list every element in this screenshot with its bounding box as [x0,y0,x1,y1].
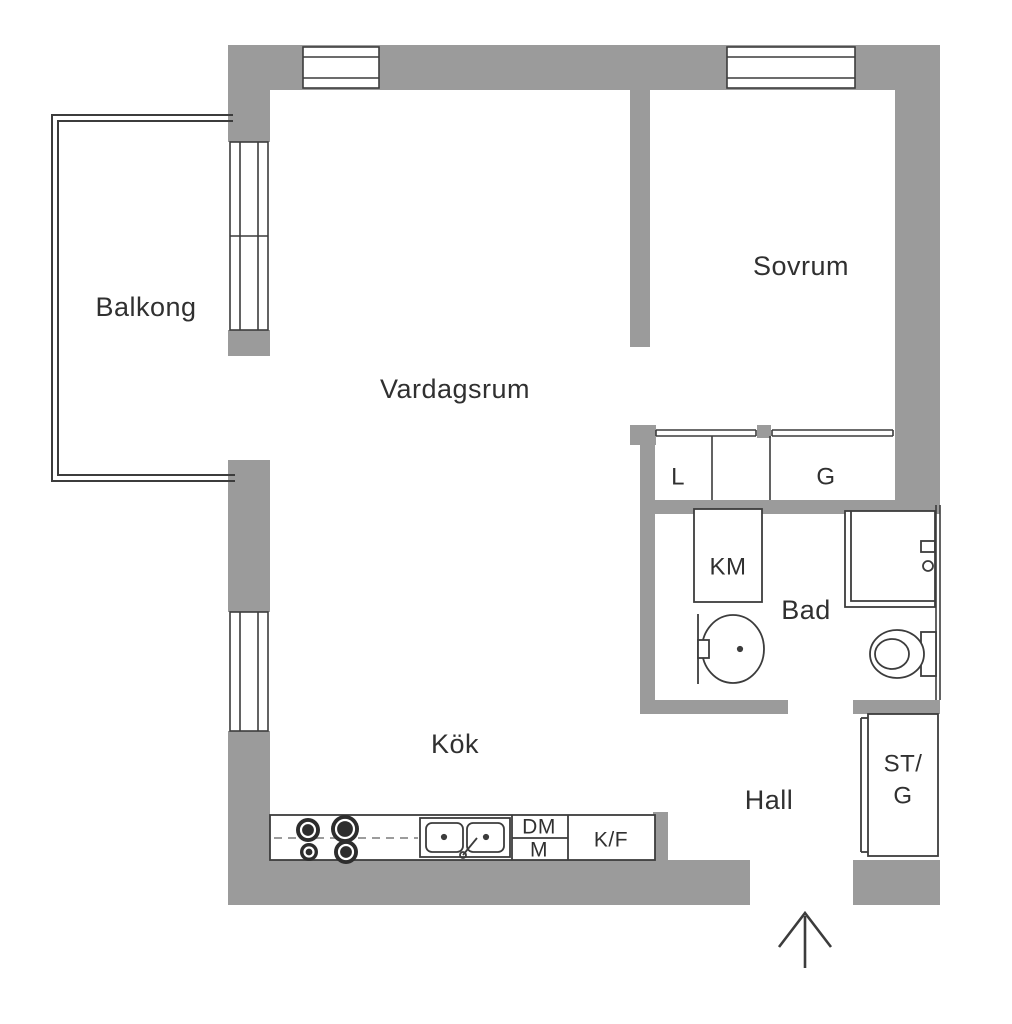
label-kok: Kök [431,729,479,759]
label-kf: K/F [594,829,628,852]
closet-stg [860,713,939,857]
label-bad: Bad [781,595,831,625]
wall-kitchen-end-stub [653,812,668,860]
wash-basin [697,614,765,684]
label-closet-g: G [816,464,835,491]
label-sovrum: Sovrum [753,251,849,281]
window-top-left [302,46,380,89]
washing-machine [693,508,763,603]
balcony-railing [51,114,235,482]
shower [844,510,936,608]
windows [229,46,856,732]
wall-bottom-left [228,860,750,905]
wall-right-upper [895,45,940,505]
label-hall: Hall [745,785,794,815]
label-km: KM [710,554,747,581]
wall-left-a [228,45,270,142]
kitchen-sink [419,817,511,859]
bathroom-fixtures [693,508,937,684]
entrance-arrow [777,910,833,968]
wall-left-c [228,460,270,612]
label-st-line1: ST/ [884,751,923,778]
wall-left-d [228,731,270,905]
label-balkong: Balkong [95,292,196,322]
label-dm: DM [522,816,556,839]
wall-stg-top [853,700,940,714]
sink-drain-left [440,833,448,841]
room-labels: Balkong Vardagsrum Sovrum Kök Hall Bad K… [95,251,923,862]
wall-left-b [228,330,270,356]
closet-doors [655,429,894,500]
window-left-lower [229,611,269,732]
wall-closet-mid-stub [757,425,771,438]
wall-bottom-right [853,860,940,905]
label-closet-l: L [671,464,685,491]
label-st-line2: G [893,783,912,810]
stove-burners [296,815,359,864]
window-left-upper [229,141,269,331]
label-m: M [530,839,548,862]
closet-l-door [655,429,757,437]
toilet [869,629,937,679]
wall-bath-left [640,425,655,714]
wall-sovrum-divider [630,90,650,347]
wall-bath-bottom [640,700,788,714]
label-vardagsrum: Vardagsrum [380,374,530,404]
window-top-right [726,46,856,89]
closet-g-door [771,429,894,437]
sink-drain-right [482,833,490,841]
